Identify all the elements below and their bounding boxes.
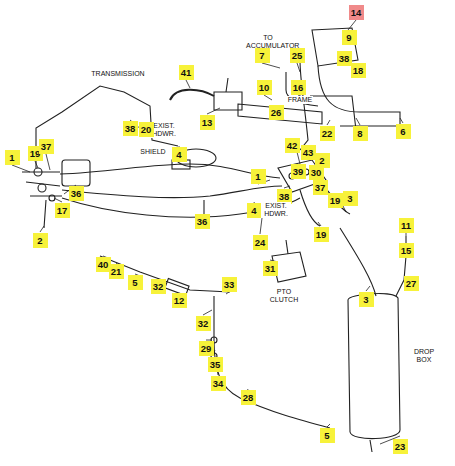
callout-number: 13 <box>200 115 215 130</box>
leader-lines <box>12 20 406 444</box>
callout-number: 36 <box>69 186 84 201</box>
callout-number: 38 <box>337 51 352 66</box>
callout-number: 32 <box>196 316 211 331</box>
bolt <box>286 240 288 254</box>
callout-number: 43 <box>301 145 316 160</box>
callout-number: 3 <box>343 191 358 206</box>
callout-number: 23 <box>393 439 408 454</box>
callout-number: 14 <box>349 5 364 20</box>
callout-number: 16 <box>291 80 306 95</box>
callout-number: 29 <box>199 341 214 356</box>
upper-block <box>312 28 358 66</box>
part-label: SHIELD <box>139 148 166 156</box>
callout-number: 4 <box>172 147 187 162</box>
callout-number: 27 <box>404 276 419 291</box>
part-label: PTO CLUTCH <box>266 288 302 304</box>
callout-number: 32 <box>151 279 166 294</box>
hose <box>60 164 280 178</box>
tube-41 <box>170 90 214 100</box>
callout-number: 1 <box>5 150 20 165</box>
cable <box>214 296 330 428</box>
callout-number: 2 <box>33 233 48 248</box>
part-label: TRANSMISSION <box>90 70 145 78</box>
callout-number: 37 <box>39 139 54 154</box>
callout-number: 9 <box>342 30 357 45</box>
part-label: FRAME <box>287 96 314 104</box>
frame <box>238 104 322 124</box>
tube <box>300 60 308 150</box>
callout-number: 5 <box>320 428 335 443</box>
callout-number: 12 <box>172 293 187 308</box>
callout-number: 21 <box>109 264 124 279</box>
callout-number: 19 <box>328 193 343 208</box>
callout-number: 5 <box>128 275 143 290</box>
callout-number: 35 <box>208 357 223 372</box>
fitting <box>38 184 46 192</box>
fitting <box>34 168 42 176</box>
callout-number: 4 <box>247 203 262 218</box>
callout-number: 26 <box>269 105 284 120</box>
hose <box>300 190 320 226</box>
transmission-outline <box>36 86 178 168</box>
callout-number: 28 <box>241 390 256 405</box>
fitting-lines <box>22 172 62 228</box>
callout-number: 36 <box>195 214 210 229</box>
tube <box>286 72 318 106</box>
callout-number: 15 <box>399 243 414 258</box>
callout-number: 3 <box>359 292 374 307</box>
callout-number: 18 <box>351 63 366 78</box>
part-label: DROP BOX <box>409 348 439 364</box>
drop-box <box>348 294 400 439</box>
callout-number: 24 <box>253 235 268 250</box>
callout-number: 34 <box>211 376 226 391</box>
callout-number: 17 <box>55 203 70 218</box>
hose <box>62 186 282 198</box>
part-label: EXIST. HDWR. <box>149 122 179 138</box>
callout-number: 31 <box>263 261 278 276</box>
callout-number: 6 <box>396 124 411 139</box>
hose <box>62 198 300 217</box>
callout-number: 37 <box>313 180 328 195</box>
callout-number: 11 <box>399 218 414 233</box>
callout-number: 38 <box>123 121 138 136</box>
callout-number: 20 <box>139 122 154 137</box>
hose <box>340 228 376 296</box>
callout-number: 25 <box>290 48 305 63</box>
part-label: EXIST. HDWR. <box>261 202 291 218</box>
callout-number: 22 <box>320 126 335 141</box>
callout-number: 39 <box>291 164 306 179</box>
drain-plug <box>370 440 372 452</box>
callout-number: 7 <box>255 48 270 63</box>
callout-number: 10 <box>257 80 272 95</box>
callout-number: 42 <box>285 138 300 153</box>
callout-number: 41 <box>179 65 194 80</box>
callout-number: 19 <box>314 227 329 242</box>
callout-number: 1 <box>251 169 266 184</box>
bolt <box>203 200 204 214</box>
callout-number: 30 <box>309 165 324 180</box>
callout-number: 8 <box>353 126 368 141</box>
callout-number: 33 <box>222 277 237 292</box>
